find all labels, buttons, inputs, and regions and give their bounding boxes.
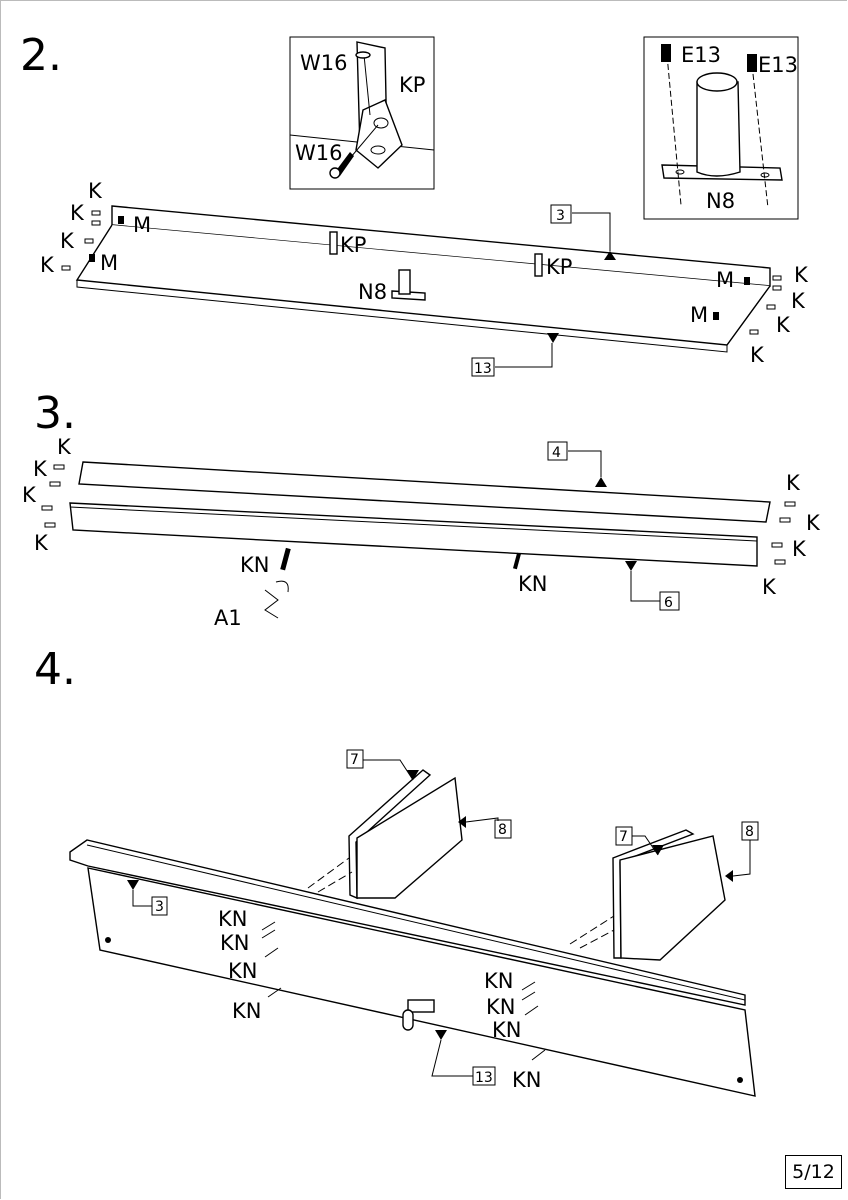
step-2-panels: 3 13	[61, 204, 782, 377]
label-kn: KN	[240, 553, 269, 577]
label-k: K	[34, 531, 49, 555]
label-k: K	[22, 483, 37, 507]
part-ref-8: 8	[498, 822, 507, 838]
part-ref-4: 4	[552, 445, 561, 461]
label-k: K	[806, 511, 821, 535]
step-4-number: 4.	[34, 644, 76, 695]
label-m: M	[133, 213, 151, 237]
step-3-panels: 4 6	[41, 441, 796, 619]
part-ref-7: 7	[350, 752, 359, 768]
part-ref-13: 13	[475, 1070, 493, 1086]
label-k: K	[792, 537, 807, 561]
screw-icon	[747, 54, 757, 72]
screw-icon	[512, 552, 522, 570]
part-ref-8: 8	[745, 824, 754, 840]
screw-icon	[363, 54, 371, 116]
leg-mount-detail-box: E13 E13 N8	[643, 36, 799, 220]
allen-key-icon	[264, 589, 279, 619]
label-kn: KN	[518, 572, 547, 596]
label-k: K	[40, 253, 55, 277]
label-m: M	[716, 268, 734, 292]
label-k: K	[794, 263, 809, 287]
label-n8: N8	[706, 189, 735, 213]
label-k: K	[70, 201, 85, 225]
label-kn: KN	[492, 1018, 521, 1042]
label-kn: KN	[486, 995, 515, 1019]
label-kp: KP	[546, 255, 572, 279]
label-k: K	[33, 457, 48, 481]
screw-icon	[661, 44, 671, 62]
label-kn: KN	[228, 959, 257, 983]
label-k: K	[57, 435, 72, 459]
part-ref-7: 7	[619, 829, 628, 845]
label-k: K	[776, 313, 791, 337]
screw-icon	[280, 547, 291, 571]
label-e13: E13	[758, 53, 798, 77]
step-3-number: 3.	[34, 388, 76, 439]
label-k: K	[762, 575, 777, 599]
label-m: M	[690, 303, 708, 327]
label-m: M	[100, 251, 118, 275]
rotate-arrow-icon	[275, 580, 289, 593]
part-ref-13: 13	[474, 361, 492, 377]
step-2-number: 2.	[20, 30, 62, 81]
label-kn: KN	[232, 999, 261, 1023]
label-w16: W16	[295, 141, 343, 165]
label-kn: KN	[220, 931, 249, 955]
part-ref-6: 6	[664, 595, 673, 611]
part-ref-3: 3	[556, 208, 565, 224]
label-n8: N8	[358, 280, 387, 304]
label-kp: KP	[399, 73, 425, 97]
label-k: K	[791, 289, 806, 313]
bracket-detail-box: W16 KP W16	[289, 36, 435, 190]
page-number: 5/12	[785, 1155, 842, 1189]
label-kp: KP	[340, 233, 366, 257]
label-w16: W16	[300, 51, 348, 75]
label-a1: A1	[214, 606, 242, 630]
label-k: K	[88, 179, 103, 203]
label-kn: KN	[218, 907, 247, 931]
label-k: K	[60, 229, 75, 253]
label-e13: E13	[681, 43, 721, 67]
part-ref-3: 3	[155, 899, 164, 915]
label-kn: KN	[484, 969, 513, 993]
label-k: K	[750, 343, 765, 367]
step-4-assembly: 3 13 7 8 7 8	[69, 749, 759, 1097]
label-kn: KN	[512, 1068, 541, 1092]
label-k: K	[786, 471, 801, 495]
